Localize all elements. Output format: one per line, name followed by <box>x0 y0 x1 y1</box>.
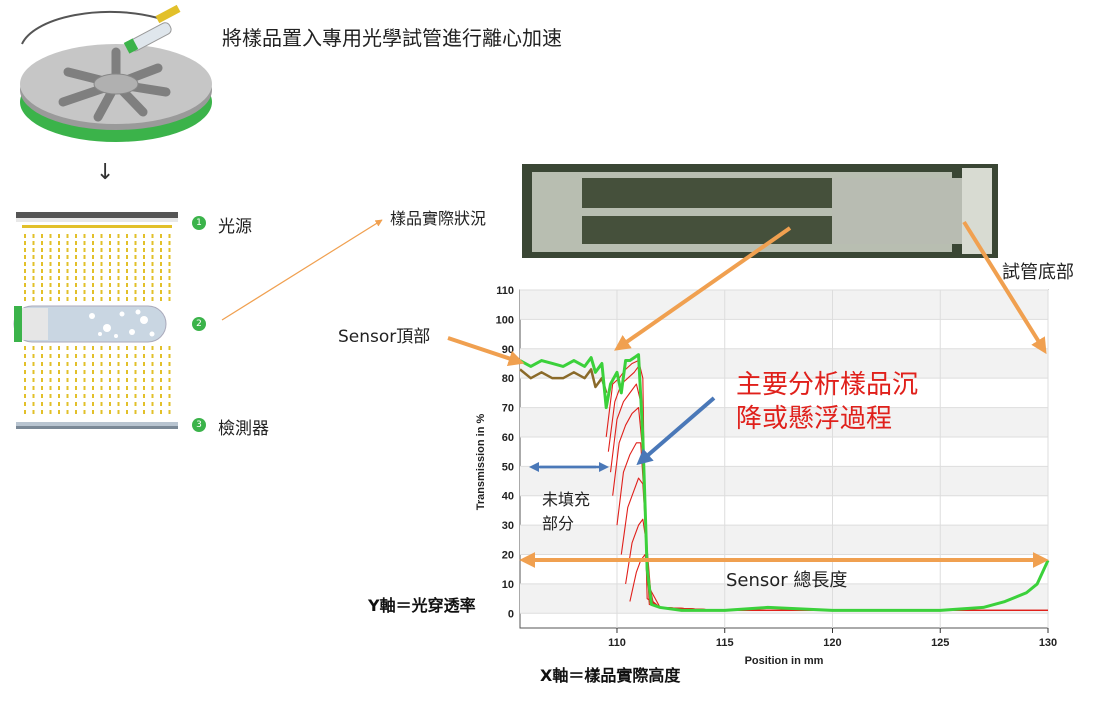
y-tick-label: 30 <box>502 520 514 532</box>
down-arrow-icon: ↓ <box>96 160 115 185</box>
step-2-badge: 2 <box>192 317 206 331</box>
step-1-badge: 1 <box>192 216 206 230</box>
unfilled-line2: 部分 <box>542 514 575 533</box>
plot-area <box>519 289 1049 629</box>
measurement-schematic <box>13 212 178 429</box>
tube-photo <box>522 164 998 258</box>
photo-to-chart-arrow <box>614 226 792 351</box>
sample-state-label: 樣品實際狀況 <box>390 209 487 228</box>
light-beam-dots <box>24 234 171 414</box>
series-line-green-9 <box>519 353 1050 612</box>
sensor-top-label: Sensor頂部 <box>338 327 431 347</box>
y-tick-label: 0 <box>508 608 514 620</box>
y-tick-label: 70 <box>502 403 514 415</box>
pointer-arrow <box>221 219 383 321</box>
y-tick-label: 80 <box>502 373 514 385</box>
sensor-top-arrow <box>447 336 525 367</box>
y-tick-label: 10 <box>502 579 514 591</box>
x-tick-label: 110 <box>608 637 626 649</box>
main-analysis-line1: 主要分析樣品沉 <box>736 370 919 400</box>
centrifuge-rotor-illustration <box>20 4 212 142</box>
x-axis-label: Position in mm <box>745 655 824 667</box>
step-3-label: 檢測器 <box>218 419 269 439</box>
page-title: 將樣品置入專用光學試管進行離心加速 <box>222 26 562 50</box>
x-tick-label: 125 <box>931 637 949 649</box>
y-tick-label: 20 <box>502 550 514 562</box>
y-tick-label: 60 <box>502 432 514 444</box>
tube-bottom-arrow <box>962 220 1047 355</box>
unfilled-line1: 未填充 <box>542 490 591 509</box>
x-tick-label: 115 <box>716 637 734 649</box>
y-tick-label: 110 <box>496 285 514 297</box>
main-analysis-line2: 降或懸浮過程 <box>736 404 893 434</box>
x-tick-label: 130 <box>1039 637 1057 649</box>
sensor-length-label: Sensor 總長度 <box>726 570 848 591</box>
rotation-arrow <box>21 10 159 45</box>
step-1-label: 光源 <box>218 217 252 237</box>
y-axis-note: Y軸＝光穿透率 <box>368 596 476 615</box>
y-axis-label: Transmission in % <box>475 413 487 510</box>
x-tick-label: 120 <box>823 637 841 649</box>
tube-bottom-label: 試管底部 <box>1002 262 1074 283</box>
x-axis-note: X軸＝樣品實際高度 <box>540 666 681 685</box>
step-3-badge: 3 <box>192 418 206 432</box>
y-tick-label: 40 <box>502 491 514 503</box>
y-tick-label: 50 <box>502 461 514 473</box>
analysis-arrow <box>636 396 716 466</box>
series-line-brown-0 <box>519 368 608 394</box>
y-tick-label: 100 <box>496 314 514 326</box>
